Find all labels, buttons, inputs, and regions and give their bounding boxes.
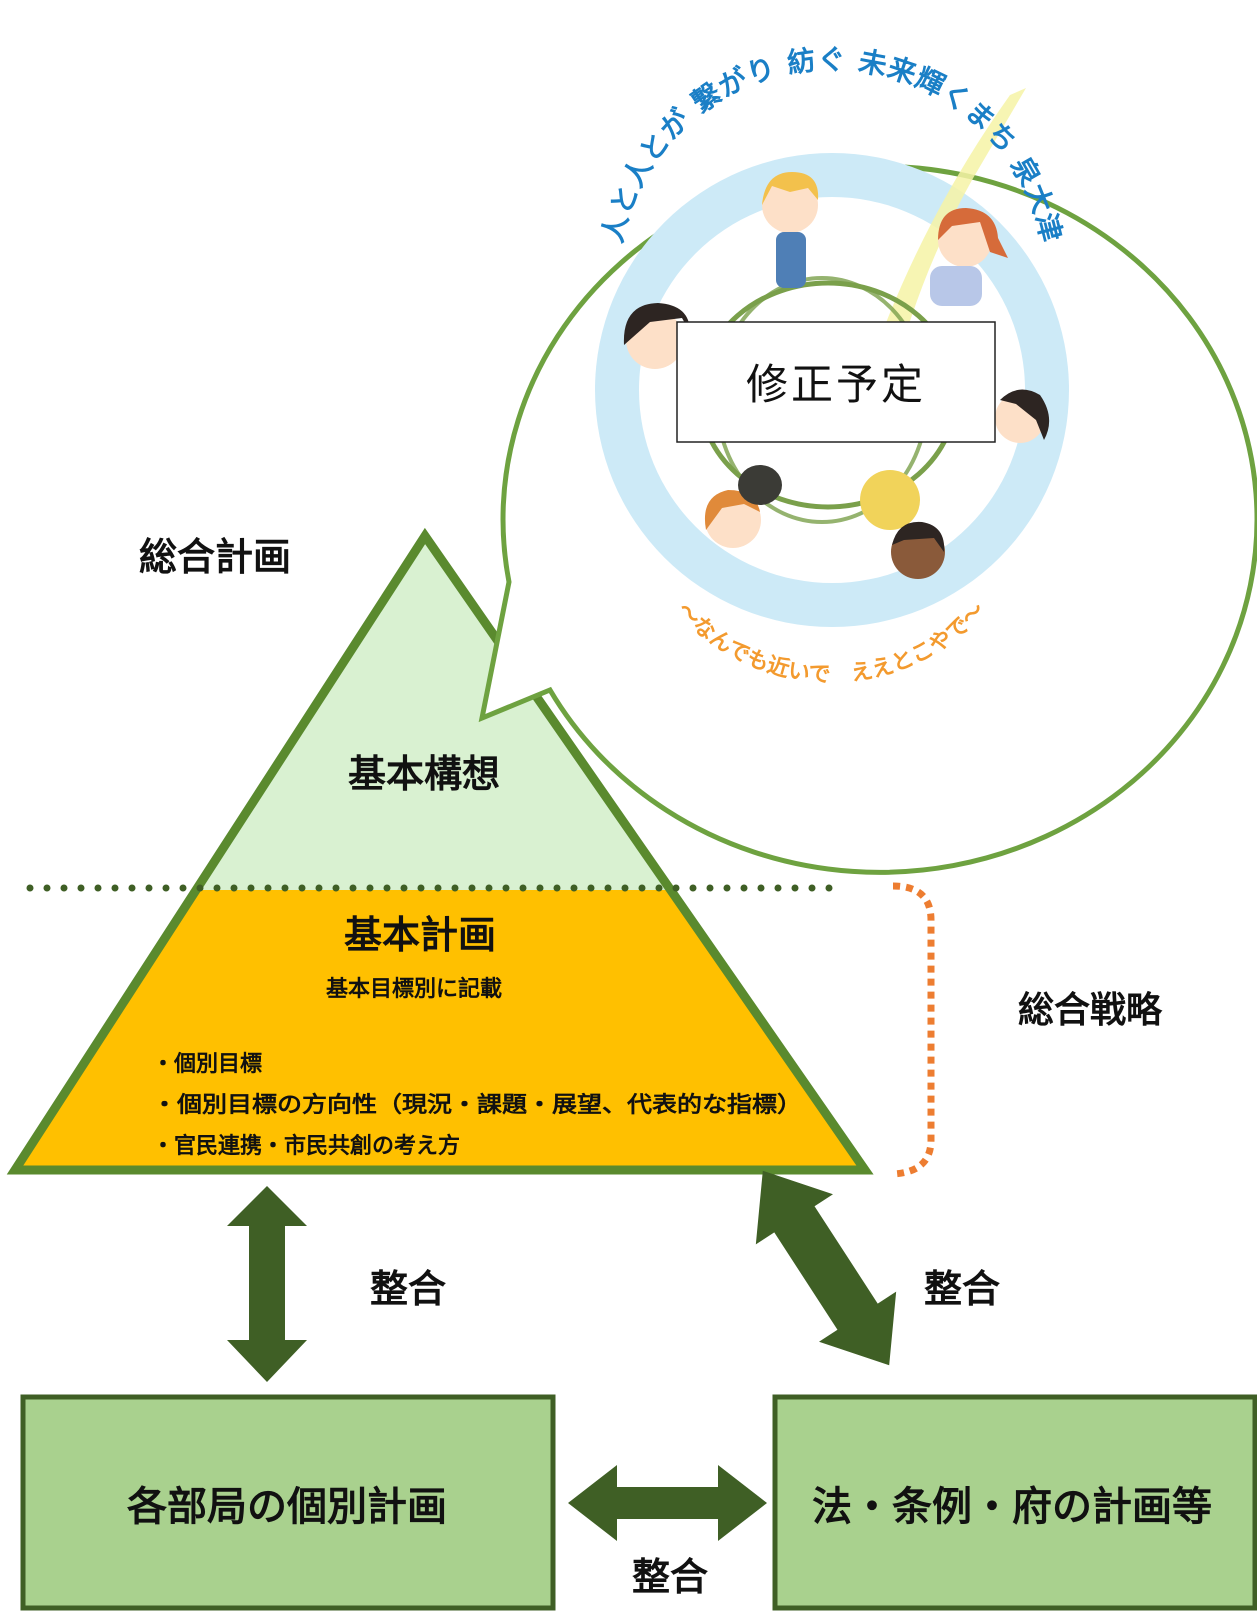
alignment-label-vertical: 整合: [370, 1267, 446, 1311]
laws-and-plans-box: [772, 1394, 1257, 1611]
basic-plan-label: 基本計画: [344, 913, 496, 957]
placeholder-text: 修正予定: [746, 360, 926, 409]
departmental-plans-label: 各部局の個別計画: [127, 1484, 447, 1530]
basic-concept-section: [196, 536, 671, 890]
comprehensive-strategy-label: 総合戦略: [1018, 990, 1163, 1031]
basic-concept-label: 基本構想: [348, 752, 500, 796]
diagonal-alignment-arrow: [755, 1170, 897, 1366]
pyramid-outline: [6, 527, 874, 1175]
comprehensive-plan-label: 総合計画: [139, 535, 291, 579]
children-illustration: [623, 172, 1050, 579]
laws-and-plans-label: 法・条例・府の計画等: [812, 1484, 1212, 1530]
strategy-bracket: [892, 882, 935, 1178]
basic-plan-section: [15, 890, 865, 1170]
horizontal-alignment-arrow: [568, 1465, 767, 1541]
pyramid: [6, 527, 874, 1175]
placeholder-box: [676, 321, 996, 443]
alignment-label-diagonal: 整合: [924, 1267, 1000, 1311]
bullet-public-private: ・官民連携・市民共創の考え方: [152, 1133, 460, 1159]
departmental-plans-box: [20, 1394, 556, 1611]
bullet-goal-direction: ・個別目標の方向性（現況・課題・展望、代表的な指標）: [152, 1092, 802, 1118]
bullet-individual-goals: ・個別目標: [152, 1052, 262, 1077]
basic-plan-subtitle: 基本目標別に記載: [326, 976, 502, 1002]
alignment-label-horizontal: 整合: [632, 1555, 708, 1599]
vertical-alignment-arrow: [227, 1186, 307, 1382]
